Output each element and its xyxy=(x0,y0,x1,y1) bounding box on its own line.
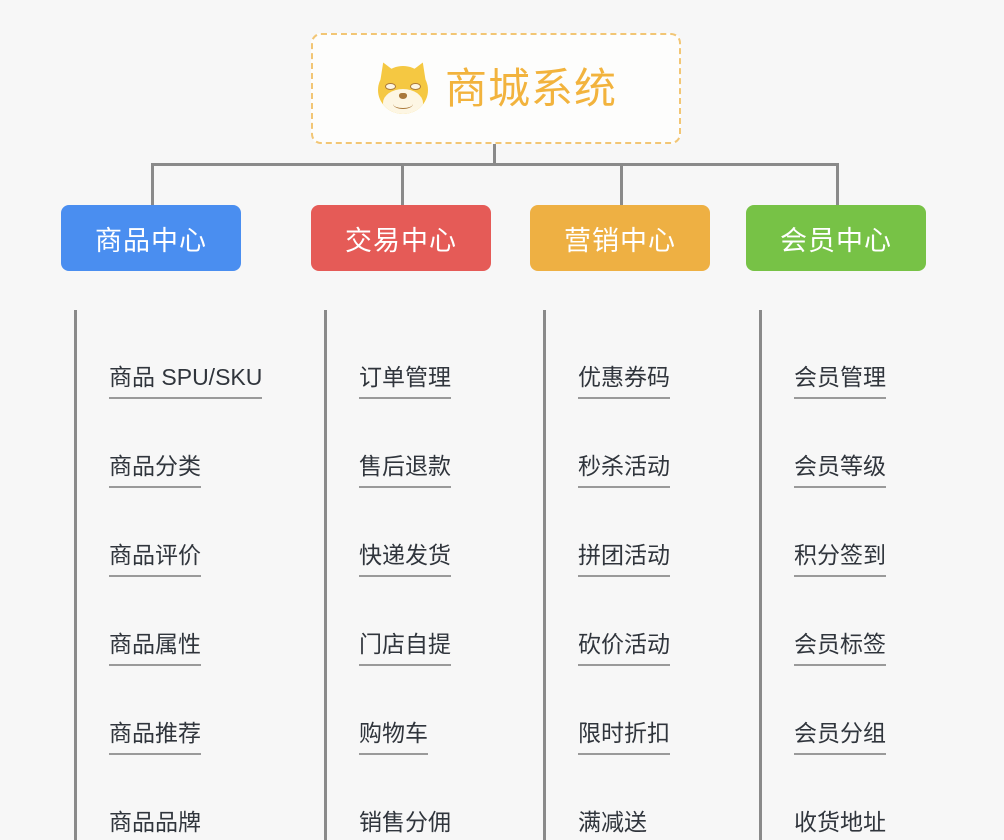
category-header-0[interactable]: 商品中心 xyxy=(61,205,241,271)
leaf-item-label: 商品属性 xyxy=(109,631,201,666)
leaf-item-label: 快递发货 xyxy=(359,542,451,577)
leaf-item-label: 拼团活动 xyxy=(578,542,670,577)
leaf-item[interactable]: 快递发货 xyxy=(327,488,491,577)
category-header-label: 交易中心 xyxy=(345,225,457,256)
leaf-item[interactable]: 商品属性 xyxy=(77,577,241,666)
leaf-item-label: 会员分组 xyxy=(794,720,886,755)
leaf-item-label: 门店自提 xyxy=(359,631,451,666)
leaf-item[interactable]: 销售分佣 xyxy=(327,755,491,840)
leaf-item[interactable]: 购物车 xyxy=(327,666,491,755)
leaf-item[interactable]: 商品评价 xyxy=(77,488,241,577)
leaf-item-label: 商品推荐 xyxy=(109,720,201,755)
connector-drop-4 xyxy=(836,163,839,205)
leaf-item-label: 优惠券码 xyxy=(578,364,670,399)
leaf-item-label: 商品 SPU/SKU xyxy=(109,364,263,399)
connector-horizontal-bus xyxy=(151,163,839,166)
category-header-label: 商品中心 xyxy=(95,225,207,256)
leaf-item[interactable]: 拼团活动 xyxy=(546,488,710,577)
leaf-item-label: 商品分类 xyxy=(109,453,201,488)
category-header-2[interactable]: 营销中心 xyxy=(530,205,710,271)
leaf-item-label: 售后退款 xyxy=(359,453,451,488)
leaf-item[interactable]: 门店自提 xyxy=(327,577,491,666)
category-header-1[interactable]: 交易中心 xyxy=(311,205,491,271)
category-column: 商品中心 商品 SPU/SKU 商品分类商品评价商品属性商品推荐商品品牌 xyxy=(61,205,263,840)
leaf-item-label: 商品品牌 xyxy=(109,809,201,840)
leaf-item-label: 会员等级 xyxy=(794,453,886,488)
leaf-item-label: 满减送 xyxy=(578,809,647,840)
leaf-item[interactable]: 积分签到 xyxy=(762,488,926,577)
category-header-3[interactable]: 会员中心 xyxy=(746,205,926,271)
leaf-item-label: 积分签到 xyxy=(794,542,886,577)
category-header-label: 会员中心 xyxy=(780,225,892,256)
leaf-item[interactable]: 限时折扣 xyxy=(546,666,710,755)
leaf-item[interactable]: 会员管理 xyxy=(762,310,926,399)
leaf-item-label: 订单管理 xyxy=(359,364,451,399)
leaf-item-label: 会员标签 xyxy=(794,631,886,666)
shiba-dog-icon xyxy=(374,58,432,117)
leaf-item[interactable]: 商品推荐 xyxy=(77,666,241,755)
leaf-list-0: 商品 SPU/SKU 商品分类商品评价商品属性商品推荐商品品牌 xyxy=(74,310,263,840)
leaf-item[interactable]: 会员标签 xyxy=(762,577,926,666)
leaf-item[interactable]: 会员等级 xyxy=(762,399,926,488)
leaf-item[interactable]: 商品品牌 xyxy=(77,755,241,840)
leaf-item-label: 商品评价 xyxy=(109,542,201,577)
leaf-item[interactable]: 秒杀活动 xyxy=(546,399,710,488)
leaf-item[interactable]: 收货地址 xyxy=(762,755,926,840)
leaf-item[interactable]: 商品分类 xyxy=(77,399,241,488)
leaf-item-label: 销售分佣 xyxy=(359,809,451,840)
leaf-item-label: 秒杀活动 xyxy=(578,453,670,488)
leaf-item[interactable]: 订单管理 xyxy=(327,310,491,399)
root-title: 商城系统 xyxy=(444,64,617,112)
category-column: 营销中心 优惠券码秒杀活动拼团活动砍价活动限时折扣满减送 xyxy=(530,205,710,840)
connector-root-stem xyxy=(493,144,496,166)
leaf-item-label: 砍价活动 xyxy=(578,631,670,666)
leaf-item[interactable]: 商品 SPU/SKU xyxy=(77,310,263,399)
root-node[interactable]: 商城系统 xyxy=(311,33,681,144)
leaf-item-label: 收货地址 xyxy=(794,809,886,840)
leaf-item[interactable]: 满减送 xyxy=(546,755,710,840)
leaf-list-1: 订单管理售后退款快递发货门店自提购物车销售分佣 xyxy=(324,310,491,840)
connector-drop-3 xyxy=(620,163,623,205)
leaf-list-3: 会员管理会员等级积分签到会员标签会员分组收货地址 xyxy=(759,310,926,840)
leaf-list-2: 优惠券码秒杀活动拼团活动砍价活动限时折扣满减送 xyxy=(543,310,710,840)
leaf-item[interactable]: 会员分组 xyxy=(762,666,926,755)
leaf-item[interactable]: 砍价活动 xyxy=(546,577,710,666)
leaf-item-label: 限时折扣 xyxy=(578,720,670,755)
leaf-item-label: 购物车 xyxy=(359,720,428,755)
leaf-item[interactable]: 售后退款 xyxy=(327,399,491,488)
category-header-label: 营销中心 xyxy=(564,225,676,256)
category-column: 交易中心 订单管理售后退款快递发货门店自提购物车销售分佣 xyxy=(311,205,491,840)
leaf-item[interactable]: 优惠券码 xyxy=(546,310,710,399)
category-column: 会员中心 会员管理会员等级积分签到会员标签会员分组收货地址 xyxy=(746,205,926,840)
leaf-item-label: 会员管理 xyxy=(794,364,886,399)
connector-drop-2 xyxy=(401,163,404,205)
connector-drop-1 xyxy=(151,163,154,205)
